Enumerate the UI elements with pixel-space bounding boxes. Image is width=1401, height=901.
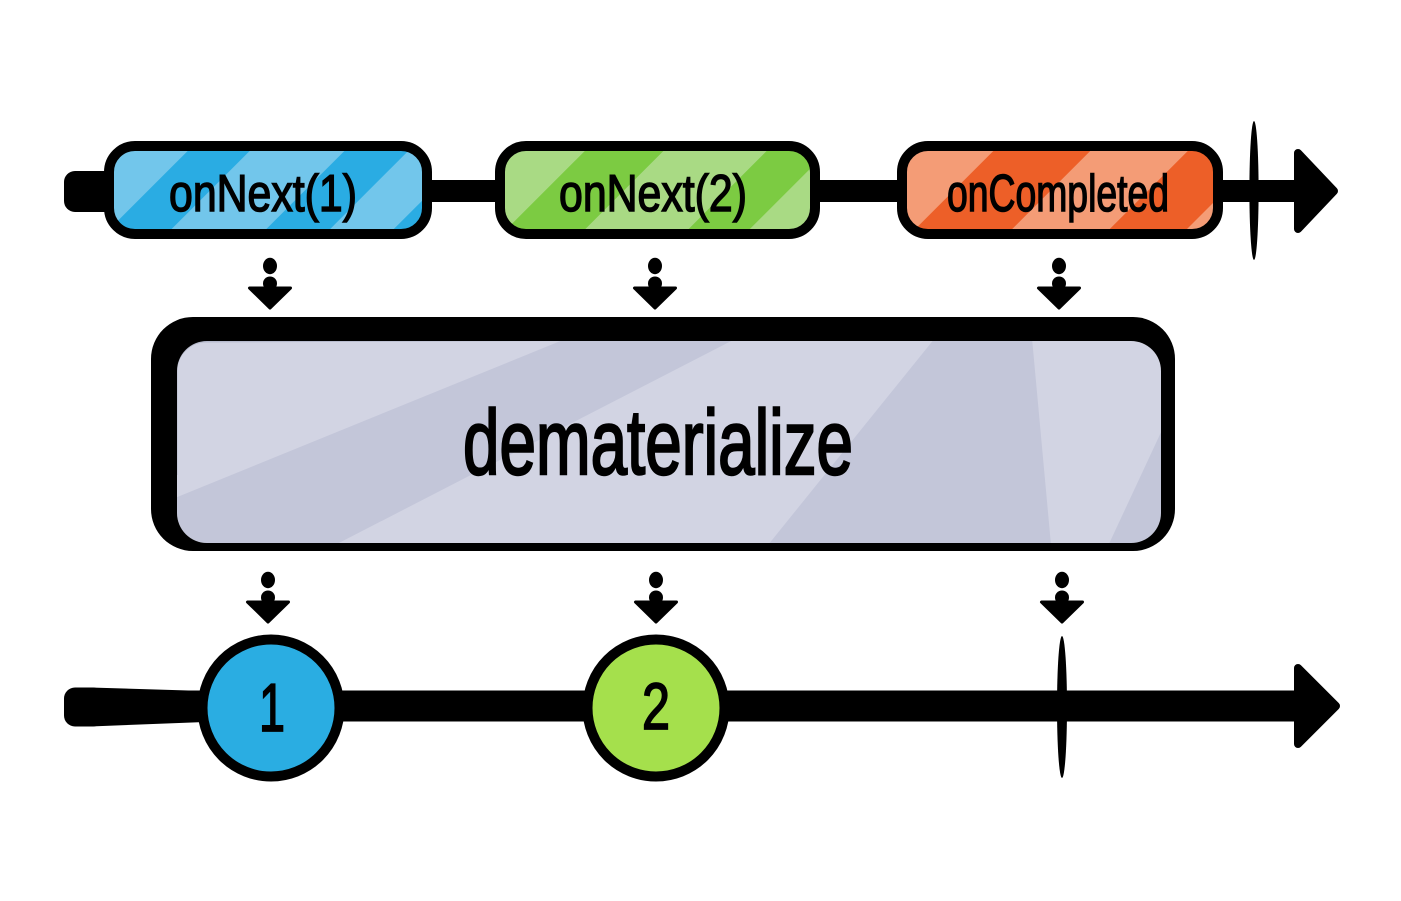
svg-text:dematerialize: dematerialize (463, 392, 853, 494)
svg-text:onCompleted: onCompleted (947, 165, 1169, 223)
svg-text:1: 1 (259, 670, 285, 746)
svg-text:onNext(1): onNext(1) (169, 165, 357, 223)
svg-text:2: 2 (642, 669, 670, 743)
svg-text:onNext(2): onNext(2) (559, 165, 747, 223)
